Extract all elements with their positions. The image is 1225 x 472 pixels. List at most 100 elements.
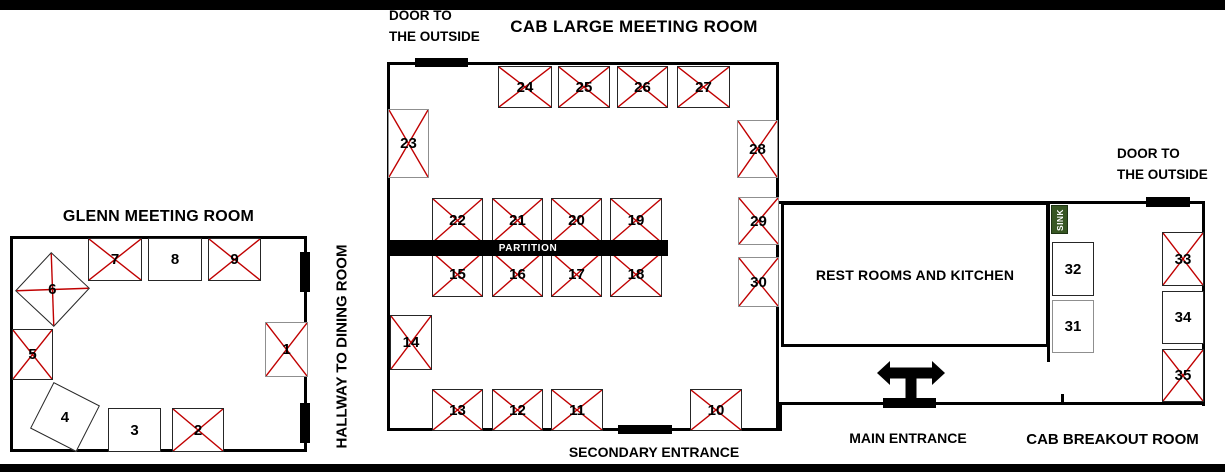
table-27: 27 xyxy=(677,66,730,108)
table-number: 29 xyxy=(750,212,767,230)
crossed-out-x-mark xyxy=(678,67,729,107)
table-number: 26 xyxy=(634,78,651,96)
table-14: 14 xyxy=(390,315,432,370)
door-label-line2: THE OUTSIDE xyxy=(389,29,480,45)
crossed-out-x-mark xyxy=(266,323,307,376)
table-18: 18 xyxy=(610,252,662,297)
table-number: 24 xyxy=(516,78,534,96)
table-30: 30 xyxy=(738,257,779,307)
table-22: 22 xyxy=(432,198,483,243)
table-number: 15 xyxy=(449,266,466,283)
cab-breakout-room-title: CAB BREAKOUT ROOM xyxy=(1026,431,1199,448)
table-2: 2 xyxy=(172,408,224,452)
crossed-out-x-mark xyxy=(611,253,661,296)
secondary-entrance-label: SECONDARY ENTRANCE xyxy=(568,444,740,460)
crossed-out-x-mark xyxy=(209,239,260,280)
glenn-room-title: GLENN MEETING ROOM xyxy=(62,208,255,225)
table-number: 23 xyxy=(400,135,417,152)
crossed-out-x-mark xyxy=(552,199,601,242)
table-21: 21 xyxy=(492,198,543,243)
table-31: 31 xyxy=(1052,300,1094,353)
table-7: 7 xyxy=(88,238,142,281)
door-label-line2: THE OUTSIDE xyxy=(1117,167,1208,183)
partition-bar: PARTITION xyxy=(388,240,668,256)
table-number: 9 xyxy=(230,251,239,268)
table-number: 35 xyxy=(1174,367,1192,384)
crossed-out-x-mark xyxy=(433,390,482,430)
table-number: 3 xyxy=(130,421,139,439)
cab-large-room-title: CAB LARGE MEETING ROOM xyxy=(510,17,758,36)
crossed-out-x-mark xyxy=(493,390,542,430)
table-25: 25 xyxy=(558,66,610,108)
table-number: 4 xyxy=(60,408,70,426)
table-number: 31 xyxy=(1064,318,1082,335)
table-26: 26 xyxy=(617,66,668,108)
door-to-outside-label-top: DOOR TO THE OUTSIDE xyxy=(389,8,480,45)
crossed-out-x-mark xyxy=(739,198,778,244)
crossed-out-x-mark xyxy=(433,199,482,242)
table-number: 8 xyxy=(170,251,180,268)
crossed-out-x-mark xyxy=(611,199,661,242)
table-number: 20 xyxy=(568,212,585,229)
crossed-out-x-mark xyxy=(552,253,601,296)
crossed-out-x-mark xyxy=(389,110,428,177)
table-3: 3 xyxy=(108,408,161,452)
sink-label: SINK xyxy=(1054,208,1065,231)
door-label-line1: DOOR TO xyxy=(389,8,452,23)
table-number: 11 xyxy=(569,401,585,419)
table-number: 18 xyxy=(627,266,645,283)
crossed-out-x-mark xyxy=(739,258,778,306)
hallway-to-dining-room-label: HALLWAY TO DINING ROOM xyxy=(333,244,350,449)
table-23: 23 xyxy=(388,109,429,178)
table-33: 33 xyxy=(1162,232,1204,286)
door-label-line1: DOOR TO xyxy=(1117,146,1180,161)
corridor-bottom-wall xyxy=(779,402,1205,405)
table-number: 14 xyxy=(402,334,420,351)
crossed-out-x-mark xyxy=(1163,350,1203,401)
table-1: 1 xyxy=(265,322,308,377)
top-border-bar xyxy=(0,0,1225,10)
table-number: 10 xyxy=(707,401,725,419)
table-number: 30 xyxy=(750,273,767,291)
table-number: 13 xyxy=(449,401,466,419)
outside-door-marker-right xyxy=(1146,197,1190,207)
main-entrance-door-marker xyxy=(883,398,936,408)
table-35: 35 xyxy=(1162,349,1204,402)
crossed-out-x-mark xyxy=(16,253,88,325)
table-number: 22 xyxy=(449,212,466,229)
restrooms-kitchen-label: REST ROOMS AND KITCHEN xyxy=(815,266,1015,283)
table-number: 33 xyxy=(1174,250,1192,268)
table-number: 28 xyxy=(749,140,766,158)
table-29: 29 xyxy=(738,197,779,245)
table-10: 10 xyxy=(690,389,742,431)
crossed-out-x-mark xyxy=(89,239,141,280)
door-to-outside-label-right: DOOR TO THE OUTSIDE xyxy=(1117,146,1208,183)
glenn-door-marker-lower xyxy=(300,403,310,443)
crossed-out-x-mark xyxy=(493,253,542,296)
table-17: 17 xyxy=(551,252,602,297)
table-number: 2 xyxy=(193,421,203,439)
table-11: 11 xyxy=(551,389,603,431)
crossed-out-x-mark xyxy=(618,67,667,107)
crossed-out-x-mark xyxy=(433,253,482,296)
table-16: 16 xyxy=(492,252,543,297)
crossed-out-x-mark xyxy=(173,409,223,451)
table-number: 19 xyxy=(627,212,645,229)
table-number: 5 xyxy=(28,346,37,363)
sink-marker: SINK xyxy=(1051,205,1068,234)
table-number: 7 xyxy=(110,251,120,268)
secondary-entrance-door-marker xyxy=(618,425,672,434)
crossed-out-x-mark xyxy=(738,121,777,177)
table-24: 24 xyxy=(498,66,552,108)
table-13: 13 xyxy=(432,389,483,431)
glenn-door-marker-upper xyxy=(300,252,310,292)
outside-door-marker-top xyxy=(415,58,468,67)
crossed-out-x-mark xyxy=(691,390,741,430)
crossed-out-x-mark xyxy=(493,199,542,242)
crossed-out-x-mark xyxy=(499,67,551,107)
table-8: 8 xyxy=(148,238,202,281)
table-5: 5 xyxy=(12,329,53,380)
table-19: 19 xyxy=(610,198,662,243)
partition-label: PARTITION xyxy=(498,242,558,254)
